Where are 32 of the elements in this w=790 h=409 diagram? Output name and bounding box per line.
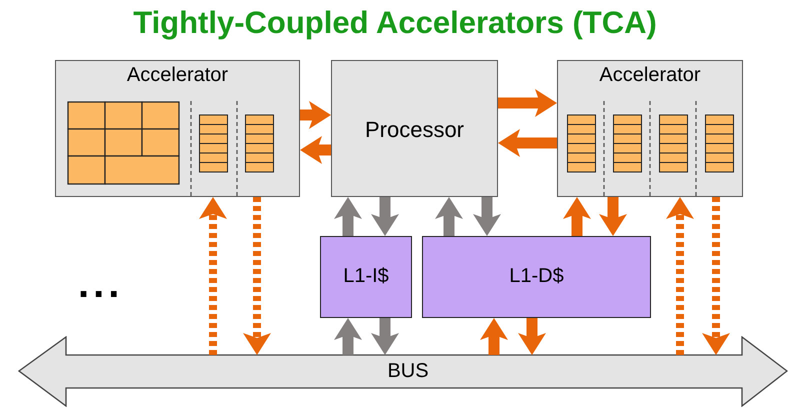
arrow [498,129,557,157]
ellipsis-label: ... [78,262,124,307]
arrow [480,318,508,355]
arrow [371,318,399,355]
dashed-arrow [702,197,730,355]
node-label: L1-I$ [342,265,390,288]
accelerator-box [55,60,300,197]
dashed-arrow [666,197,694,355]
arrow [300,136,331,164]
cache-box [320,236,412,318]
arrow [435,197,463,236]
arrow [498,89,557,117]
title: Tightly-Coupled Accelerators (TCA) [132,5,658,41]
arrow [334,197,362,236]
node-label: Accelerator [126,64,230,87]
processor-box [331,60,498,197]
arrow [300,101,331,129]
bus-arrow [18,336,788,407]
arrow [371,197,399,236]
node-label: Processor [364,116,466,142]
node-label: L1-D$ [508,265,565,288]
arrow [599,197,627,236]
node-label: Accelerator [598,64,702,87]
bus-label: BUS [386,360,430,383]
arrow [563,197,591,236]
arrow [473,197,501,236]
dashed-arrow [199,197,227,355]
accelerator-box [557,60,743,197]
arrow [334,318,362,355]
dashed-arrow [243,197,271,355]
arrow [518,318,546,355]
cache-box [422,236,651,318]
